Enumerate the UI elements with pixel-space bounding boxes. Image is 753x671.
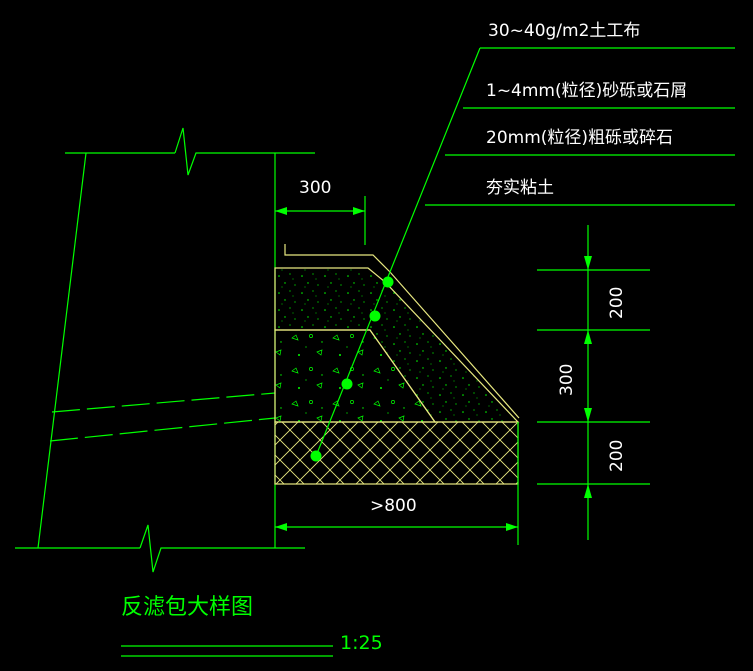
dimension-top-width-text: 300 xyxy=(299,178,331,198)
drawing-scale: 1:25 xyxy=(340,632,383,654)
dimension-bottom-width-text: >800 xyxy=(370,496,417,516)
layer-label-gravel: 20mm(粒径)粗砾或碎石 xyxy=(486,128,673,148)
dimension-upper-height-text: 200 xyxy=(607,287,627,319)
drawing-title: 反滤包大样图 xyxy=(121,595,253,620)
dimension-lower-height-text: 200 xyxy=(607,440,627,472)
wall-body xyxy=(15,127,315,573)
layer-label-sand: 1~4mm(粒径)砂砾或石屑 xyxy=(486,81,687,101)
geotextile-line xyxy=(284,244,520,419)
dimension-vertical xyxy=(537,225,650,540)
layer-label-geotextile: 30~40g/m2土工布 xyxy=(488,21,640,41)
dimension-middle-height-text: 300 xyxy=(557,364,577,396)
leader-lines xyxy=(310,47,735,462)
dimension-bottom-width xyxy=(275,422,519,545)
layer-label-clay: 夯实粘土 xyxy=(486,178,554,198)
dimension-top-width xyxy=(275,196,366,245)
